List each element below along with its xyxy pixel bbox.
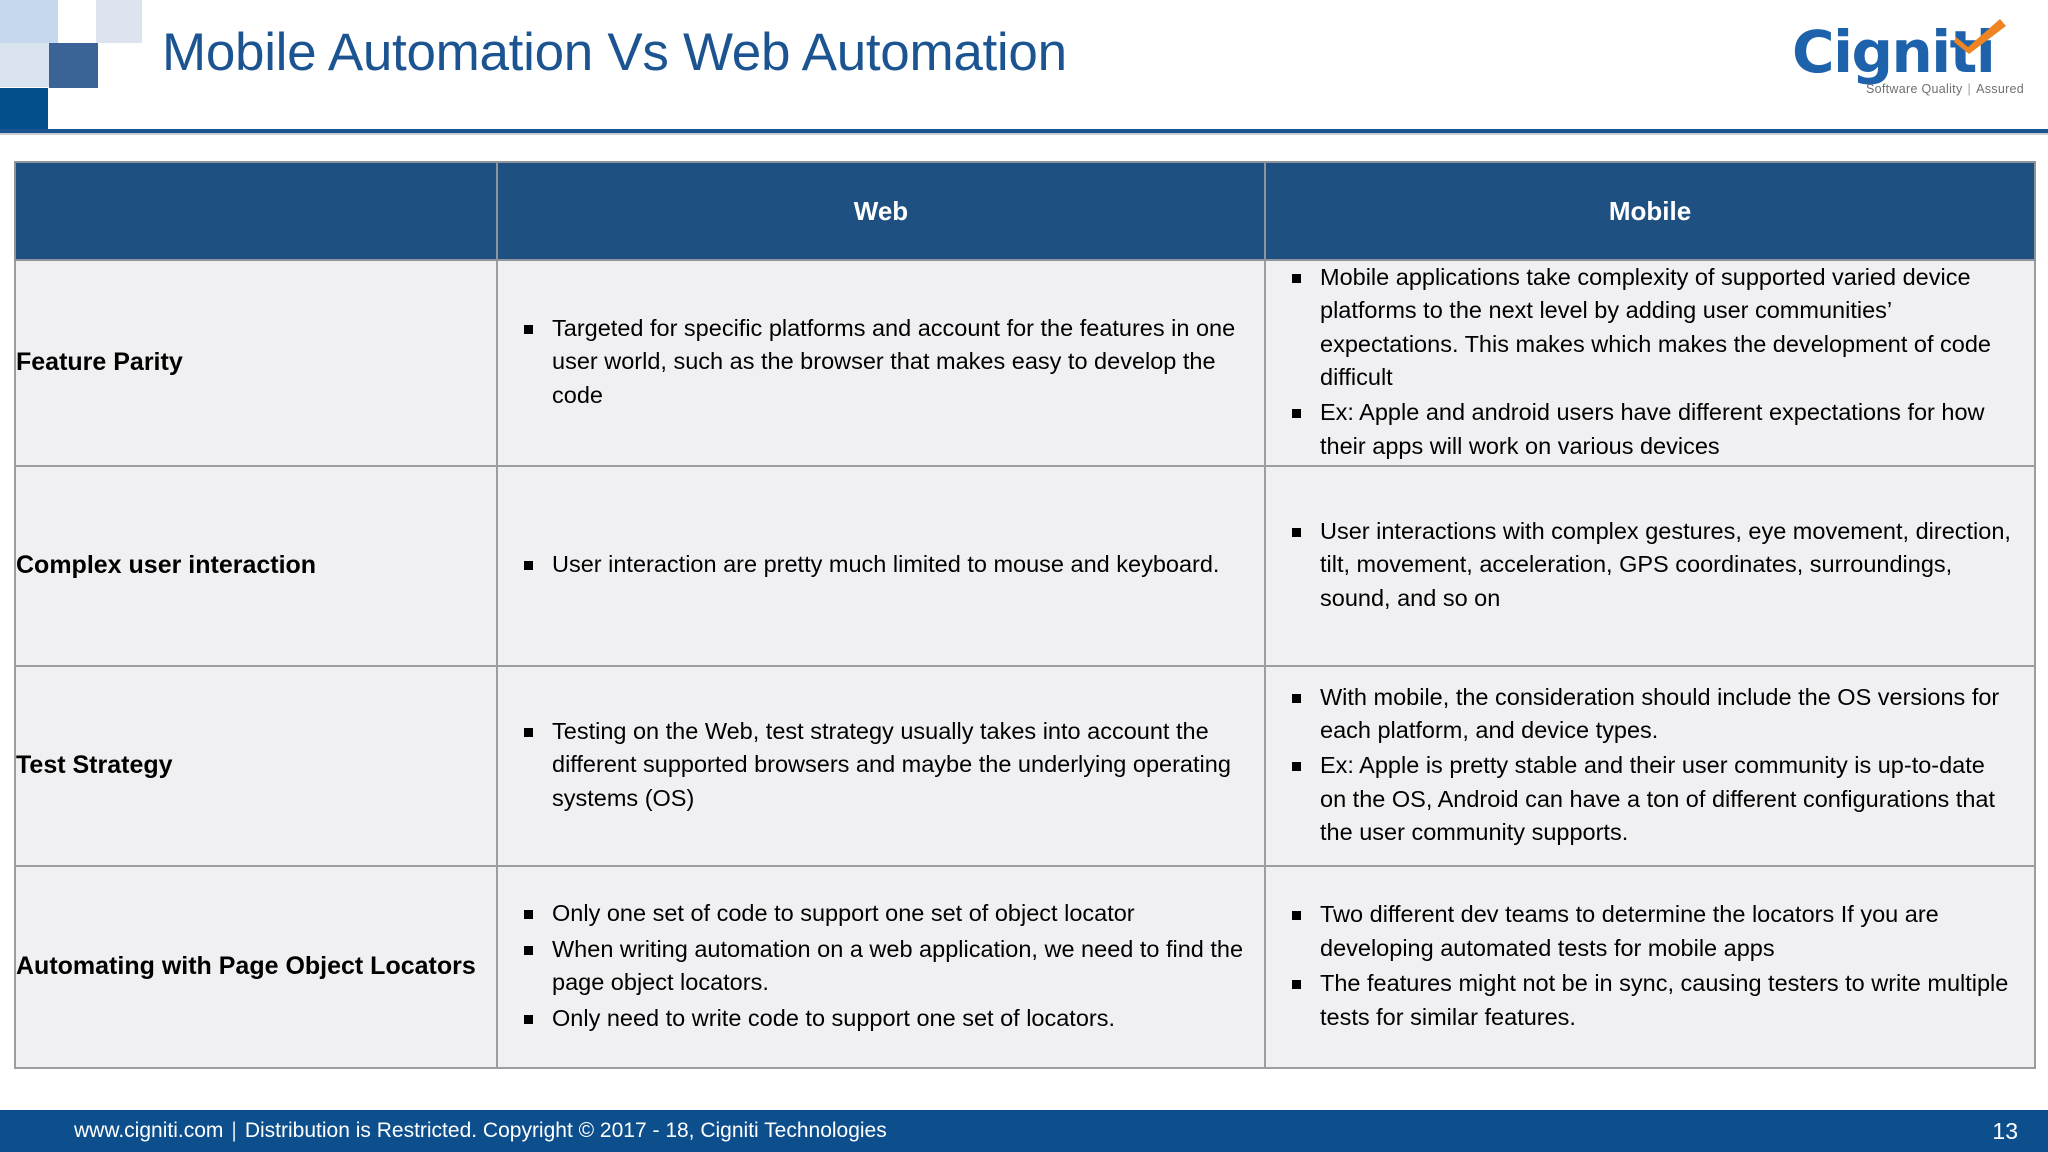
table-row: Feature Parity Targeted for specific pla… [14,258,2036,468]
table-row: Complex user interaction User interactio… [14,465,2036,668]
decorative-squares [0,0,200,130]
cell-web-feature-parity: Targeted for specific platforms and acco… [496,258,1266,468]
logo-tagline-right: Assured [1976,82,2025,96]
header-cell-blank [14,161,498,261]
table-body: Feature Parity Targeted for specific pla… [14,258,2036,1070]
comparison-table-wrapper: Web Mobile Feature Parity Targeted for s… [14,161,2036,1093]
logo-tagline-left: Software Quality [1866,82,1963,96]
table-header: Web Mobile [14,161,2036,261]
cell-web-test-strategy: Testing on the Web, test strategy usuall… [496,665,1266,868]
list-item: Ex: Apple is pretty stable and their use… [1284,749,2016,849]
list-item: Ex: Apple and android users have differe… [1284,396,2016,463]
bullet-list: Targeted for specific platforms and acco… [498,312,1264,412]
header-divider [0,129,2048,133]
decor-square-5 [0,88,48,130]
row-label-feature-parity: Feature Parity [14,258,498,468]
logo-wordmark: Cigniti [1792,18,1996,86]
bullet-list: Mobile applications take complexity of s… [1266,261,2034,463]
decor-square-1 [0,0,58,43]
bullet-list: With mobile, the consideration should in… [1266,681,2034,850]
cigniti-logo: Cigniti Software Quality | Assured [1792,14,2024,110]
footer-spacer [0,1093,2048,1110]
row-label-automating-page-object-locators: Automating with Page Object Locators [14,865,498,1070]
list-item: User interaction are pretty much limited… [516,548,1246,581]
comparison-table: Web Mobile Feature Parity Targeted for s… [14,161,2036,1070]
slide-title: Mobile Automation Vs Web Automation [162,23,1067,82]
row-label-complex-user-interaction: Complex user interaction [14,465,498,668]
footer-separator: | [231,1119,237,1142]
list-item: Targeted for specific platforms and acco… [516,312,1246,412]
bullet-list: Two different dev teams to determine the… [1266,898,2034,1033]
page-number: 13 [1992,1118,2018,1144]
cell-mobile-test-strategy: With mobile, the consideration should in… [1264,665,2036,868]
cell-mobile-feature-parity: Mobile applications take complexity of s… [1264,258,2036,468]
header-divider-shadow [0,133,2048,135]
decor-square-4 [49,43,98,88]
table-row: Test Strategy Testing on the Web, test s… [14,665,2036,868]
list-item: Two different dev teams to determine the… [1284,898,2016,965]
cell-mobile-automating-page-object-locators: Two different dev teams to determine the… [1264,865,2036,1070]
slide-footer: www.cigniti.com | Distribution is Restrict… [0,1110,2048,1152]
footer-text: www.cigniti.com | Distribution is Restrict… [74,1119,887,1143]
footer-website-link[interactable]: www.cigniti.com [74,1119,224,1142]
list-item: With mobile, the consideration should in… [1284,681,2016,748]
bullet-list: Only one set of code to support one set … [498,897,1264,1034]
decor-square-3 [0,43,58,87]
row-label-test-strategy: Test Strategy [14,665,498,868]
list-item: User interactions with complex gestures,… [1284,515,2016,615]
cell-mobile-complex-user-interaction: User interactions with complex gestures,… [1264,465,2036,668]
bullet-list: User interactions with complex gestures,… [1266,515,2034,615]
header-cell-web: Web [496,161,1266,261]
list-item: The features might not be in sync, causi… [1284,967,2016,1034]
cell-web-automating-page-object-locators: Only one set of code to support one set … [496,865,1266,1070]
decor-square-2 [96,0,142,43]
list-item: Testing on the Web, test strategy usuall… [516,715,1246,815]
cell-web-complex-user-interaction: User interaction are pretty much limited… [496,465,1266,668]
bullet-list: Testing on the Web, test strategy usuall… [498,715,1264,815]
logo-tagline: Software Quality | Assured [1866,82,2024,96]
list-item: Only one set of code to support one set … [516,897,1246,930]
bullet-list: User interaction are pretty much limited… [498,548,1264,581]
footer-copyright: Distribution is Restricted. Copyright © … [244,1119,887,1142]
list-item: Only need to write code to support one s… [516,1002,1246,1035]
table-row: Automating with Page Object Locators Onl… [14,865,2036,1070]
list-item: When writing automation on a web applica… [516,933,1246,1000]
logo-tagline-divider: | [1967,82,1972,96]
checkmark-icon [1954,19,2006,54]
table-header-row: Web Mobile [14,161,2036,261]
list-item: Mobile applications take complexity of s… [1284,261,2016,394]
header-cell-mobile: Mobile [1264,161,2036,261]
